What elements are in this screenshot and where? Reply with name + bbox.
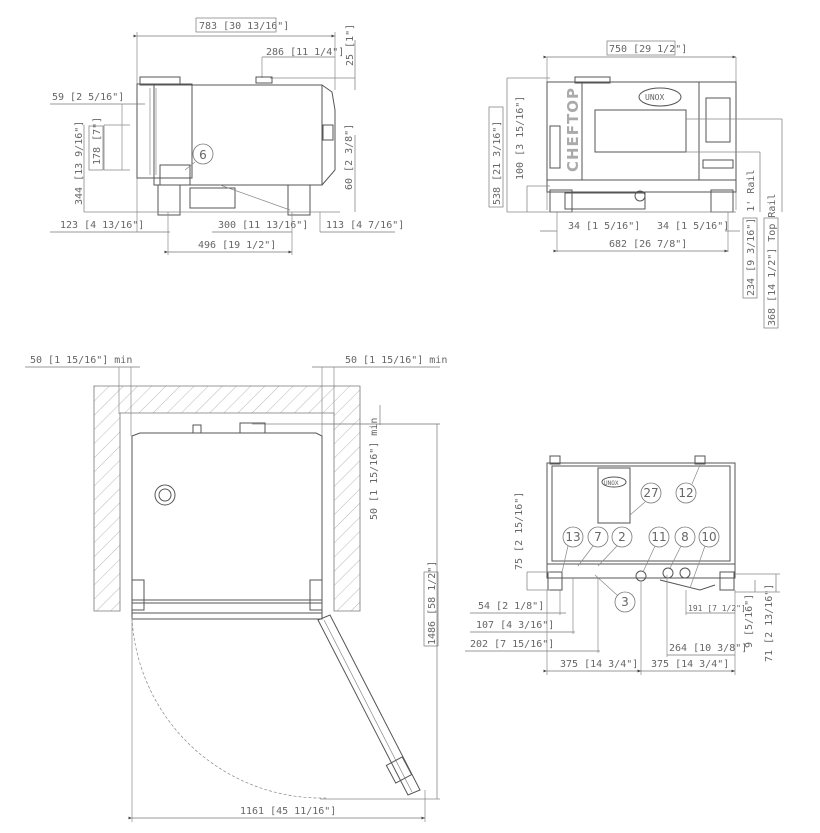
side-door [136,83,193,179]
front-rail-1: 234 [9 3/16"] 1' Rail [746,170,757,296]
side-top-height: 25 [1"] [345,24,356,66]
callout-3: 3 [614,591,636,613]
rear-dim-375-right: 375 [14 3/4"] [651,659,729,670]
side-overall-width: 783 [30 13/16"] [199,21,289,32]
top-width-with-door: 1161 [45 11/16"] [240,806,336,817]
front-logo [638,87,682,107]
callout-8: 8 [674,526,696,548]
rear-view: UNOX 27 12 13 7 2 11 8 10 3 75 [2 15/16"… [465,455,780,675]
front-overall-width: 750 [29 1/2"] [609,44,687,55]
front-foot-span: 682 [26 7/8"] [609,239,687,250]
svg-text:7: 7 [594,530,602,544]
side-center-span: 300 [11 13/16"] [218,220,308,231]
side-handle-height: 178 [7"] [92,117,103,165]
top-back-clearance: 50 [1 15/16"] min [369,418,380,520]
svg-text:13: 13 [565,530,580,544]
svg-text:8: 8 [681,530,689,544]
rear-height-75: 75 [2 15/16"] [514,492,525,570]
open-door [317,614,421,796]
front-left-foot: 34 [1 5/16"] [568,221,640,232]
door-swing-arc [131,617,327,799]
callout-6 [192,143,214,165]
rear-dim-107: 107 [4 3/16"] [476,620,554,631]
side-foot-span: 496 [19 1/2"] [198,240,276,251]
svg-text:12: 12 [678,486,693,500]
rear-dim-54: 54 [2 1/8"] [478,601,544,612]
callout-2: 2 [611,526,633,548]
rear-dim-191: 191 [7 1/2"] [688,604,746,613]
side-left-offset: 59 [2 5/16"] [52,92,124,103]
side-right-height: 60 [2 3/8"] [344,124,355,190]
rear-dim-202: 202 [7 15/16"] [470,639,554,650]
top-oven-body [131,432,323,601]
top-depth-with-door: 1486 [58 1/2"] [427,561,438,645]
side-right-foot: 113 [4 7/16"] [326,220,404,231]
front-total-height: 538 [21 3/16"] [492,121,503,205]
top-view: 50 [1 15/16"] min 50 [1 15/16"] min 50 [… [25,355,447,822]
front-logo-label: UNOX [645,93,664,102]
callout-10: 10 [698,526,720,548]
side-view: 783 [30 13/16"] 286 [11 1/4"] 25 [1"] 6 … [50,17,404,255]
top-right-clearance: 50 [1 15/16"] min [345,355,447,366]
callout-13: 13 [562,526,584,548]
rear-dim-9: 9 [5/16"] [744,594,755,648]
svg-text:3: 3 [621,595,629,609]
svg-text:11: 11 [651,530,666,544]
front-rail-top: 368 [14 1/2"] Top Rail [767,194,778,326]
svg-text:2: 2 [618,530,626,544]
front-base-height: 100 [3 15/16"] [515,96,526,180]
front-window [594,109,687,153]
front-handle [549,125,561,169]
callout-7: 7 [587,526,609,548]
rear-panel [597,467,631,524]
rear-logo-label: UNOX [604,480,619,487]
front-right-foot: 34 [1 5/16"] [657,221,729,232]
rear-dim-375-left: 375 [14 3/4"] [560,659,638,670]
svg-text:10: 10 [701,530,716,544]
callout-11: 11 [648,526,670,548]
front-brand-label: CHEFTOP [564,87,582,172]
rear-dim-71: 71 [2 13/16"] [764,584,775,662]
top-vent [154,484,176,506]
callout-6-label: 6 [199,148,207,162]
top-left-clearance: 50 [1 15/16"] min [30,355,132,366]
side-body [153,84,323,186]
front-display [705,97,731,143]
callout-27: 27 [640,482,662,504]
callout-12: 12 [675,482,697,504]
side-left-foot: 123 [4 13/16"] [60,220,144,231]
front-view: 750 [29 1/2"] UNOX CHEFTOP 538 [21 3/16"… [488,40,783,329]
side-top-offset: 286 [11 1/4"] [266,47,344,58]
wall-hatching [93,385,361,612]
rear-dim-264: 264 [10 3/8"] [669,643,747,654]
rear-body [546,462,736,565]
svg-text:27: 27 [643,486,658,500]
side-total-height: 344 [13 9/16"] [74,121,85,205]
dim-box [195,17,277,33]
